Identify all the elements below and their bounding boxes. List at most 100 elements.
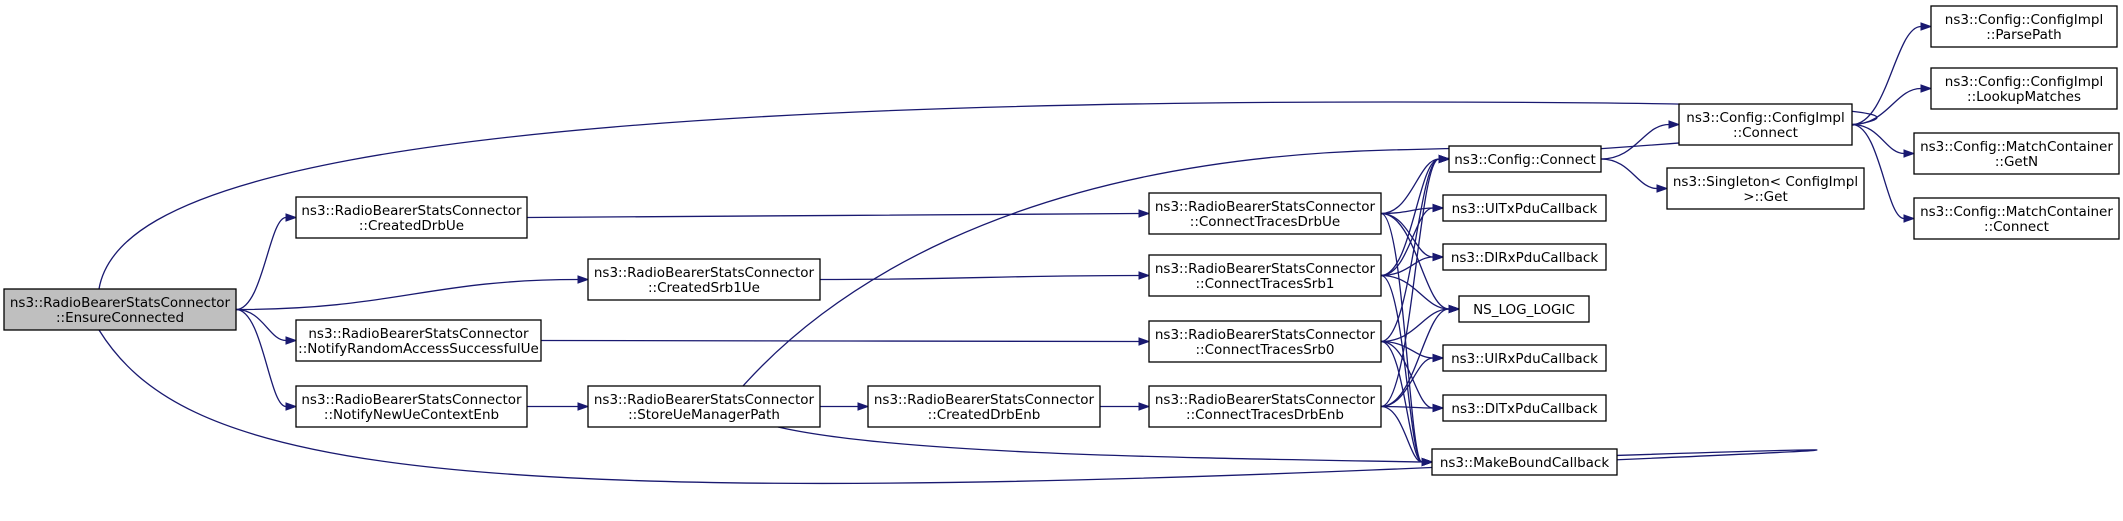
node-label-line: ns3::RadioBearerStatsConnector — [10, 295, 231, 311]
node-label-line: ::StoreUeManagerPath — [628, 407, 780, 423]
edge-line — [1851, 25, 1922, 126]
edge-line — [1600, 123, 1670, 160]
node-label-line: ns3::Singleton< ConfigImpl — [1673, 174, 1858, 190]
node-createdSrb1Ue[interactable]: ns3::RadioBearerStatsConnector::CreatedS… — [587, 258, 821, 301]
edge-line — [235, 216, 287, 311]
node-storeUe[interactable]: ns3::RadioBearerStatsConnector::StoreUeM… — [587, 385, 821, 428]
node-root[interactable]: ns3::RadioBearerStatsConnector::EnsureCo… — [3, 288, 237, 331]
node-lookup[interactable]: ns3::Config::ConfigImpl::LookupMatches — [1930, 67, 2118, 110]
edge-line — [1380, 212, 1450, 310]
arrowhead-icon — [857, 402, 870, 411]
arrowhead-icon — [1668, 120, 1681, 129]
edge-ctSrb0-to-nsLog — [1380, 304, 1461, 343]
edge-line — [1380, 308, 1450, 343]
node-ulRx[interactable]: ns3::UlRxPduCallback — [1442, 344, 1607, 372]
node-box — [867, 385, 1101, 428]
node-label-line: ns3::RadioBearerStatsConnector — [301, 392, 522, 408]
node-box — [1448, 145, 1602, 173]
edge-ctDrbEnb-to-ulRx — [1380, 353, 1445, 408]
node-label-line: ns3::RadioBearerStatsConnector — [1155, 261, 1376, 277]
node-box — [1442, 344, 1607, 372]
node-box — [295, 196, 528, 239]
edge-line — [1380, 357, 1434, 408]
edge-line — [1380, 340, 1434, 409]
node-notifyRA[interactable]: ns3::RadioBearerStatsConnector::NotifyRa… — [295, 319, 542, 362]
edge-implConnect-to-getN — [1851, 123, 1916, 158]
node-ctDrbUe[interactable]: ns3::RadioBearerStatsConnector::ConnectT… — [1148, 192, 1382, 235]
node-label-line: ::Connect — [1733, 125, 1798, 141]
node-cfgConnect[interactable]: ns3::Config::Connect — [1448, 145, 1602, 173]
edge-notifyNewUe-to-storeUe — [527, 402, 590, 411]
edge-implConnect-to-mcConnect — [1851, 123, 1916, 223]
node-mcConnect[interactable]: ns3::Config::MatchContainer::Connect — [1913, 197, 2120, 240]
edge-ctSrb1-to-ulTx — [1380, 203, 1445, 277]
edge-implConnect-to-parsePath — [1851, 22, 1933, 126]
node-nsLog[interactable]: NS_LOG_LOGIC — [1458, 295, 1590, 323]
edge-storeUe-to-createdDrbEnb — [820, 402, 870, 411]
edge-ctDrbEnb-to-nsLog — [1380, 304, 1461, 408]
node-label-line: ns3::Config::MatchContainer — [1920, 204, 2113, 220]
arrowhead-icon — [285, 402, 298, 411]
node-label-line: ::Connect — [1984, 219, 2049, 235]
edge-line — [1380, 207, 1434, 277]
edge-root-to-notifyNewUe — [235, 308, 298, 411]
node-createdDrbUe[interactable]: ns3::RadioBearerStatsConnector::CreatedD… — [295, 196, 528, 239]
node-mbc[interactable]: ns3::MakeBoundCallback — [1431, 448, 1618, 476]
edge-createdSrb1Ue-to-ctSrb1 — [819, 271, 1151, 281]
node-implConnect[interactable]: ns3::Config::ConfigImpl::Connect — [1678, 103, 1853, 146]
arrowhead-icon — [285, 336, 298, 345]
edge-line — [1380, 340, 1423, 463]
node-label-line: ns3::Config::Connect — [1454, 152, 1596, 168]
arrowhead-icon — [1432, 252, 1445, 262]
node-label-line: NS_LOG_LOGIC — [1473, 302, 1575, 318]
arrowhead-icon — [1421, 457, 1434, 467]
edge-line — [1380, 158, 1440, 277]
edge-ctDrbEnb-to-dlTx — [1380, 403, 1445, 413]
arrowhead-icon — [577, 402, 590, 411]
node-box — [1666, 167, 1865, 210]
arrowhead-icon — [1138, 209, 1151, 218]
edge-line — [777, 426, 1423, 463]
node-dlTx[interactable]: ns3::DlTxPduCallback — [1442, 394, 1607, 422]
arrowhead-icon — [1656, 184, 1669, 193]
node-label-line: ns3::RadioBearerStatsConnector — [874, 392, 1095, 408]
node-ctDrbEnb[interactable]: ns3::RadioBearerStatsConnector::ConnectT… — [1148, 385, 1382, 428]
node-box — [295, 319, 542, 362]
arrowhead-icon — [1138, 271, 1151, 280]
node-parsePath[interactable]: ns3::Config::ConfigImpl::ParsePath — [1930, 5, 2118, 48]
arrowhead-icon — [1448, 304, 1461, 314]
edge-ctSrb0-to-dlTx — [1380, 340, 1445, 413]
edge-line — [235, 278, 579, 311]
node-ctSrb0[interactable]: ns3::RadioBearerStatsConnector::ConnectT… — [1148, 320, 1382, 363]
node-box — [1442, 394, 1607, 422]
arrowhead-icon — [577, 275, 590, 284]
edge-createdDrbEnb-to-ctDrbEnb — [1100, 402, 1151, 411]
edge-line — [235, 308, 287, 408]
node-ctSrb1[interactable]: ns3::RadioBearerStatsConnector::ConnectT… — [1148, 254, 1382, 297]
edge-implConnect-to-lookup — [1851, 84, 1933, 126]
node-label-line: >::Get — [1743, 189, 1787, 205]
node-getN[interactable]: ns3::Config::MatchContainer::GetN — [1913, 132, 2120, 175]
node-notifyNewUe[interactable]: ns3::RadioBearerStatsConnector::NotifyNe… — [295, 385, 528, 428]
node-dlRx[interactable]: ns3::DlRxPduCallback — [1442, 243, 1607, 271]
edge-line — [1380, 405, 1423, 463]
edge-root-to-cfgConnect — [98, 101, 1878, 290]
node-createdDrbEnb[interactable]: ns3::RadioBearerStatsConnector::CreatedD… — [867, 385, 1101, 428]
edge-line — [1380, 274, 1423, 463]
node-label-line: ::NotifyNewUeContextEnb — [324, 407, 499, 423]
node-box — [1458, 295, 1590, 323]
node-ulTx[interactable]: ns3::UlTxPduCallback — [1442, 194, 1607, 222]
node-label-line: ns3::RadioBearerStatsConnector — [301, 203, 522, 219]
node-box — [1431, 448, 1618, 476]
edge-line — [540, 339, 1140, 343]
edge-createdDrbUe-to-ctDrbUe — [526, 209, 1151, 219]
arrowhead-icon — [1920, 22, 1933, 31]
arrowhead-icon — [285, 213, 298, 222]
arrowhead-icon — [1903, 214, 1916, 223]
edge-ctDrbEnb-to-cfgConnect — [1380, 154, 1451, 408]
node-singleton[interactable]: ns3::Singleton< ConfigImpl>::Get — [1666, 167, 1865, 210]
node-box — [1148, 385, 1382, 428]
edge-line — [98, 101, 1878, 290]
nodes-layer: ns3::RadioBearerStatsConnector::EnsureCo… — [3, 5, 2120, 476]
